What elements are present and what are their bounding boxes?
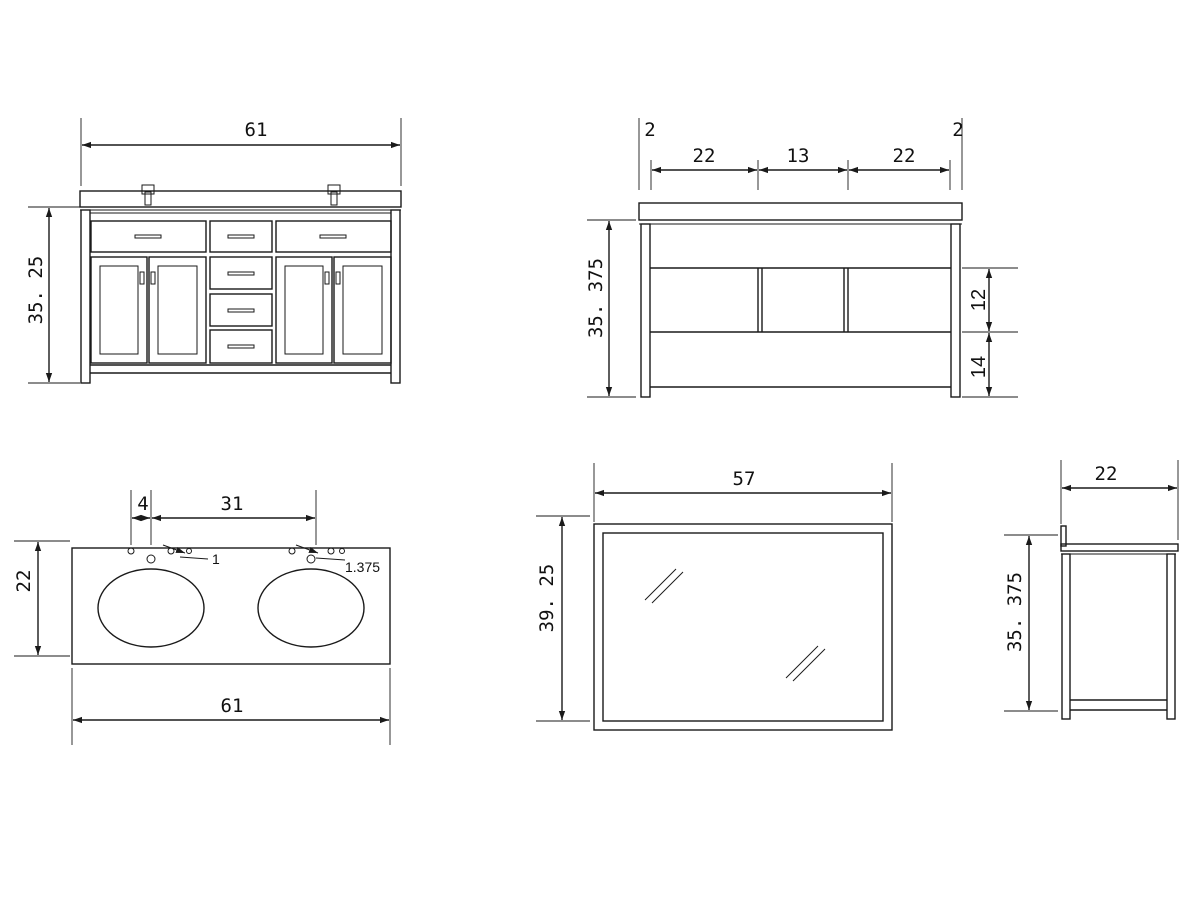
side-right-label-12: 12: [968, 289, 990, 311]
front-width-label: 61: [245, 119, 268, 141]
side-top-label-2-right: 2: [952, 119, 963, 141]
profile-height-label: 35. 375: [1004, 572, 1026, 652]
glass-reflection-icon: [644, 568, 826, 682]
mirror-width-label: 57: [733, 468, 756, 490]
top-countertop: [71, 547, 391, 665]
front-view: 61 35. 25: [25, 118, 402, 384]
profile-depth-label: 22: [1095, 463, 1118, 485]
top-depth-label: 22: [13, 570, 35, 593]
top-label-1: 1: [212, 551, 220, 567]
faucet-icon: [327, 184, 341, 206]
top-label-4: 4: [137, 493, 148, 515]
side-right-label-14: 14: [968, 356, 990, 378]
mirror-view: 57 39. 25: [536, 463, 893, 731]
side-view: 2 22 13 22 2 35. 375 12 14: [585, 118, 1018, 398]
mirror-glass: [602, 532, 884, 722]
faucet-icon: [141, 184, 155, 206]
right-sink-basin: [257, 568, 365, 648]
top-width-label: 61: [221, 695, 244, 717]
mirror-frame: [593, 523, 893, 731]
front-countertop: [79, 190, 402, 208]
handle-icon: [150, 271, 156, 285]
handle-icon: [139, 271, 145, 285]
side-countertop: [638, 202, 963, 221]
left-sink-basin: [97, 568, 205, 648]
handle-icon: [324, 271, 330, 285]
side-top-label-22-right: 22: [893, 145, 916, 167]
front-height-label: 35. 25: [25, 256, 47, 325]
top-label-31: 31: [221, 493, 244, 515]
side-top-label-2-left: 2: [644, 119, 655, 141]
mirror-height-label: 39. 25: [536, 564, 558, 633]
top-label-1375: 1.375: [345, 559, 380, 575]
top-view: 4 31 22 61 1 1.375: [13, 490, 391, 745]
side-top-label-22-left: 22: [693, 145, 716, 167]
handle-icon: [335, 271, 341, 285]
side-top-label-13: 13: [787, 145, 810, 167]
side-height-label: 35. 375: [585, 258, 607, 338]
profile-countertop: [1060, 543, 1179, 552]
profile-view: 22 35. 375: [1004, 460, 1179, 720]
